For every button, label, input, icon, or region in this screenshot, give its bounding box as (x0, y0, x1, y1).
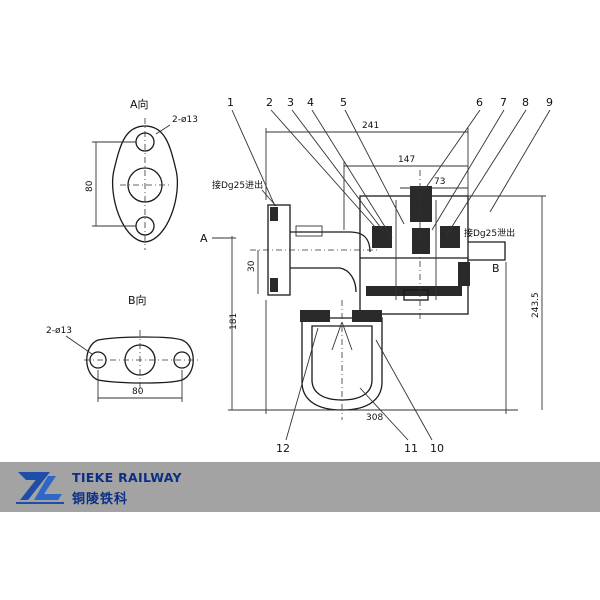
part-number-8: 8 (522, 96, 529, 109)
dim-243-5: 243.5 (531, 292, 541, 318)
dim-30: 30 (247, 260, 257, 272)
technical-drawing: A向 2-ø13 80 B向 2-ø13 (46, 96, 553, 455)
view-b-marker: B (492, 262, 500, 275)
part-number-9: 9 (546, 96, 553, 109)
brand-banner: TIEKE RAILWAY 铜陵铁科 (0, 462, 600, 512)
part-number-5: 5 (340, 96, 347, 109)
left-pipe-note: 接Dg25进出 (212, 179, 263, 191)
part-number-11: 11 (404, 442, 418, 455)
part-callouts: 1 2 3 4 5 6 7 8 9 10 11 12 (227, 96, 553, 455)
part-number-4: 4 (307, 96, 314, 109)
view-b-width-dim: 80 (132, 387, 144, 397)
dim-241: 241 (362, 121, 379, 131)
view-a-hole-spec: 2-ø13 (172, 115, 198, 125)
part-number-7: 7 (500, 96, 507, 109)
outlet-pipe (468, 241, 506, 261)
view-a-marker: A (200, 232, 208, 245)
part-number-10: 10 (430, 442, 444, 455)
view-b: B向 2-ø13 80 (46, 293, 198, 402)
part-number-2: 2 (266, 96, 273, 109)
part-number-6: 6 (476, 96, 483, 109)
view-b-title: B向 (128, 293, 147, 307)
bottom-whitespace (0, 512, 600, 600)
brand-name-chinese: 铜陵铁科 (72, 492, 129, 507)
view-a-title: A向 (130, 97, 149, 111)
main-section-view: A B (200, 121, 546, 423)
view-b-hole-spec: 2-ø13 (46, 326, 72, 336)
part-number-1: 1 (227, 96, 234, 109)
part-number-3: 3 (287, 96, 294, 109)
right-pipe-note: 接Dg25泄出 (464, 227, 515, 239)
view-a: A向 2-ø13 80 (85, 97, 198, 250)
dim-181: 181 (229, 313, 239, 330)
brand-name-english: TIEKE RAILWAY (72, 470, 182, 485)
view-a-flange-outline (112, 125, 178, 243)
tieke-logo-icon (16, 472, 64, 504)
dim-308: 308 (366, 413, 383, 423)
part-number-12: 12 (276, 442, 290, 455)
view-a-height-dim: 80 (85, 180, 95, 192)
dim-73: 73 (434, 177, 445, 187)
dim-147: 147 (398, 155, 415, 165)
